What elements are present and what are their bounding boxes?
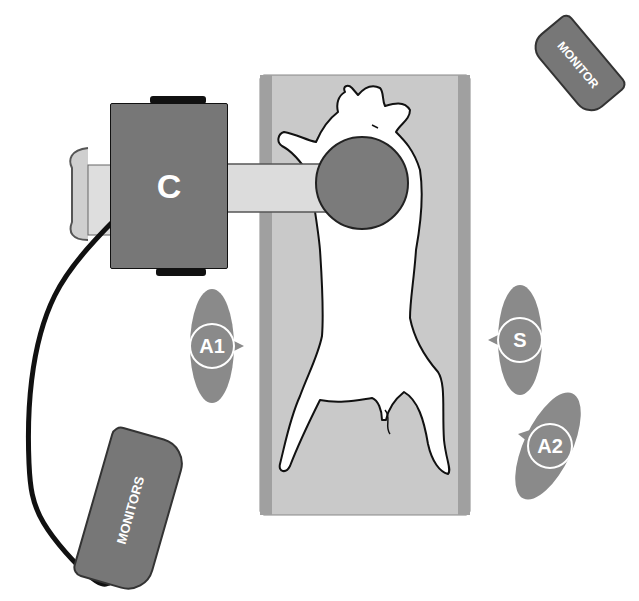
pig-tail — [385, 410, 390, 434]
person-label: S — [513, 329, 526, 352]
person-head: A1 — [189, 323, 235, 369]
unit-letter: C — [157, 167, 182, 206]
person-shoulders — [502, 383, 595, 508]
table-rail — [260, 75, 272, 515]
person-head: S — [497, 317, 543, 363]
table-rail — [458, 75, 470, 515]
monitor: MONITORS — [71, 424, 189, 595]
pig-body — [278, 86, 449, 474]
monitor-label: MONITORS — [113, 474, 147, 545]
c-arm-handle — [70, 148, 88, 240]
monitor-label: MONITOR — [554, 39, 601, 91]
person-shoulders — [498, 285, 542, 395]
person-label: A2 — [537, 435, 563, 458]
person-label: A1 — [199, 335, 225, 358]
operating-table — [260, 75, 470, 515]
pig-eye — [372, 125, 378, 128]
wheel — [156, 268, 206, 276]
c-arm-unit: C — [110, 103, 228, 269]
detector — [316, 137, 408, 229]
monitor: MONITOR — [527, 12, 629, 119]
person-shoulders — [190, 289, 234, 403]
person-head: A2 — [527, 423, 573, 469]
